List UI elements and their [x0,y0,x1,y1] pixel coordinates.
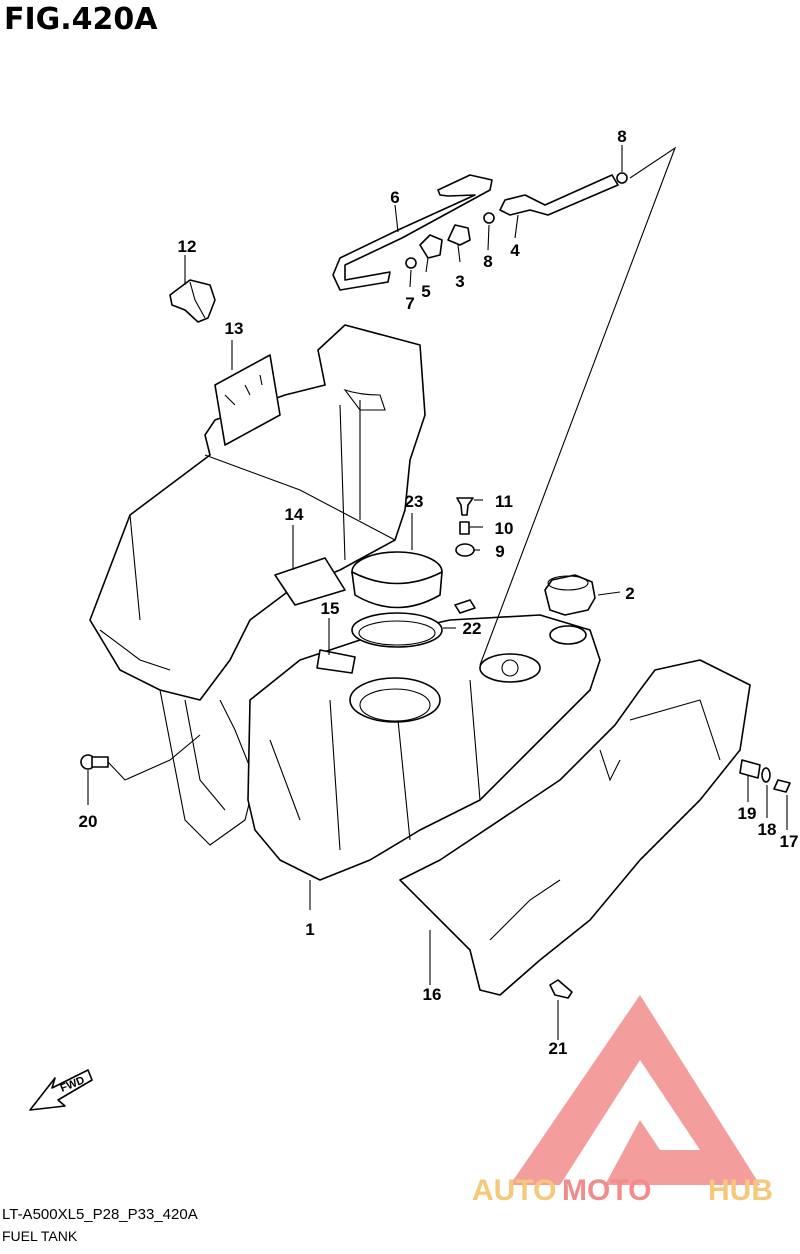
small-fasteners [454,497,476,614]
callout-20: 20 [79,812,98,831]
rubber-pad [316,649,356,674]
watermark-text-auto: AUTO [472,1174,556,1207]
forward-direction-arrow: FWD [29,1069,93,1111]
bolt-set [739,759,791,793]
diagram-caption: FUEL TANK [2,1228,78,1244]
callout-11: 11 [495,492,513,511]
watermark-text-hub: HUB [708,1174,773,1207]
callout-8-top: 8 [617,127,626,146]
callout-10: 10 [495,519,514,538]
callout-8-mid: 8 [483,252,492,271]
tank-bracket [214,354,281,446]
callout-labels: 1 2 3 4 5 6 7 8 8 9 10 11 12 13 14 15 16… [79,127,799,1058]
watermark-text: AUTO MOTO HUB [472,1174,773,1207]
callout-17: 17 [780,832,799,851]
figure-title: FIG.420A [4,2,158,37]
callout-12: 12 [178,237,197,256]
callout-2: 2 [625,584,634,603]
leader-lines [87,145,788,1040]
side-cover [399,659,751,996]
callout-23: 23 [405,492,424,511]
seat-frame-cover [89,324,426,846]
drawing-code: LT-A500XL5_P28_P33_420A [2,1206,198,1223]
callout-13: 13 [225,319,244,338]
watermark-logo [510,995,760,1185]
clamp-part [169,279,216,323]
callout-6: 6 [390,188,399,207]
callout-15: 15 [321,599,340,618]
callout-21: 21 [549,1039,568,1058]
lock-ring [351,551,443,609]
bolt-20 [80,754,109,770]
callout-22: 22 [463,619,482,638]
callout-9: 9 [495,542,504,561]
fuel-tank [247,614,601,881]
callout-3: 3 [455,272,464,291]
callout-7: 7 [405,294,414,313]
callout-5: 5 [421,282,430,301]
watermark-text-moto: MOTO [562,1174,651,1207]
callout-16: 16 [423,985,442,1004]
breather-hose-assembly [332,172,628,291]
callout-18: 18 [758,820,777,839]
push-clip [549,979,573,999]
fuel-cap [544,574,596,616]
callout-19: 19 [738,804,757,823]
callout-1: 1 [305,920,314,939]
gasket [351,612,443,648]
callout-4: 4 [510,241,520,260]
callout-14: 14 [285,505,304,524]
